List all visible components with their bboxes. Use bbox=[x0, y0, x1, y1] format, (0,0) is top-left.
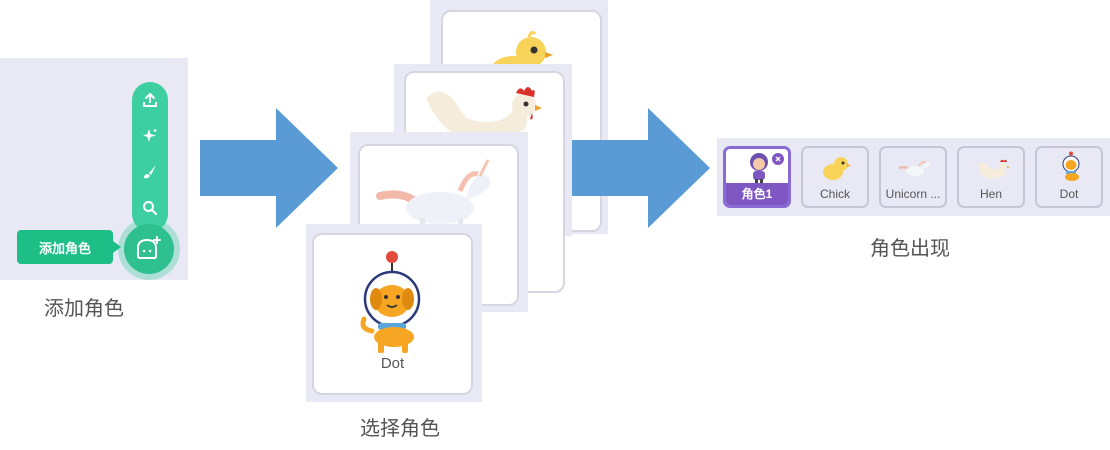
hen-icon bbox=[978, 159, 1010, 179]
upload-icon[interactable] bbox=[132, 82, 168, 118]
add-sprite-button[interactable] bbox=[124, 224, 174, 274]
sparkle-icon[interactable] bbox=[132, 118, 168, 154]
sprite-tile-unicorn[interactable]: Unicorn ... bbox=[879, 146, 947, 208]
step3-caption: 角色出现 bbox=[870, 238, 950, 260]
sprite-tile-label: Unicorn ... bbox=[885, 187, 941, 201]
sprite-tile-hen[interactable]: Hen bbox=[957, 146, 1025, 208]
sprite-list: 角色1 Chick Unicorn ... Hen bbox=[717, 138, 1110, 216]
right-arrow-icon bbox=[572, 108, 710, 228]
delete-icon[interactable] bbox=[772, 153, 784, 165]
sprite-tile-sprite1[interactable]: 角色1 bbox=[723, 146, 791, 208]
dot-icon bbox=[1062, 151, 1080, 181]
add-sprite-tooltip: 添加角色 bbox=[17, 230, 121, 264]
sprite-toolbar bbox=[132, 82, 168, 232]
sprite-tile-label: Dot bbox=[1059, 187, 1079, 201]
sprite-tile-label: Hen bbox=[979, 187, 1002, 201]
search-icon[interactable] bbox=[132, 190, 168, 226]
sprite1-icon bbox=[750, 153, 768, 184]
sprite-tile-label: Chick bbox=[819, 187, 850, 201]
sprite-card-dot[interactable]: Dot bbox=[312, 233, 473, 395]
add-sprite-icon bbox=[137, 236, 161, 259]
right-arrow-icon bbox=[200, 108, 338, 228]
sprite-tile-chick[interactable]: Chick bbox=[801, 146, 869, 208]
hen-icon bbox=[426, 87, 542, 140]
sprite-card-label: Dot bbox=[380, 355, 405, 372]
unicorn-icon bbox=[898, 160, 931, 176]
sprite-tile-dot[interactable]: Dot bbox=[1035, 146, 1103, 208]
paint-icon[interactable] bbox=[132, 154, 168, 190]
step2-caption: 选择角色 bbox=[360, 418, 440, 440]
dot-icon bbox=[360, 251, 421, 353]
sprite-tile-label: 角色1 bbox=[741, 187, 773, 201]
chick-icon bbox=[823, 157, 851, 180]
unicorn-icon bbox=[376, 159, 491, 240]
step1-caption: 添加角色 bbox=[44, 298, 124, 320]
